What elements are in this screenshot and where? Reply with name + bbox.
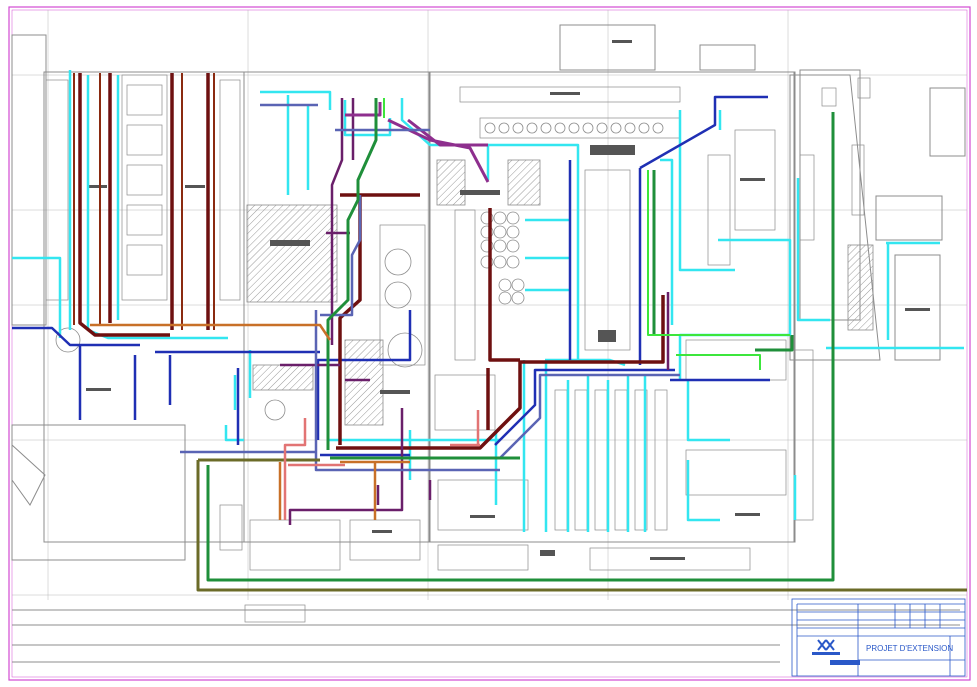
network-orange (90, 323, 410, 520)
company-logo-icon (812, 639, 840, 655)
network-salmon (283, 410, 480, 520)
title-block-dark-fill (830, 660, 860, 665)
drawing-frame-inner (11, 9, 968, 678)
drawing-frame (8, 6, 971, 681)
title-block (791, 598, 966, 677)
network-lime (383, 98, 790, 370)
project-title: PROJET D'EXTENSION (866, 644, 953, 653)
network-cyan (12, 70, 964, 532)
network-green (206, 98, 835, 582)
hatched-rooms (246, 159, 874, 426)
dark-labels (86, 40, 930, 560)
network-brown (73, 73, 215, 330)
network-dark-red (78, 73, 665, 450)
network-slate-blue (180, 103, 680, 472)
network-olive (196, 458, 967, 592)
equipment-outlines (45, 74, 871, 623)
network-blue (12, 95, 770, 457)
network-magenta (345, 102, 490, 183)
round-tanks (55, 122, 664, 421)
